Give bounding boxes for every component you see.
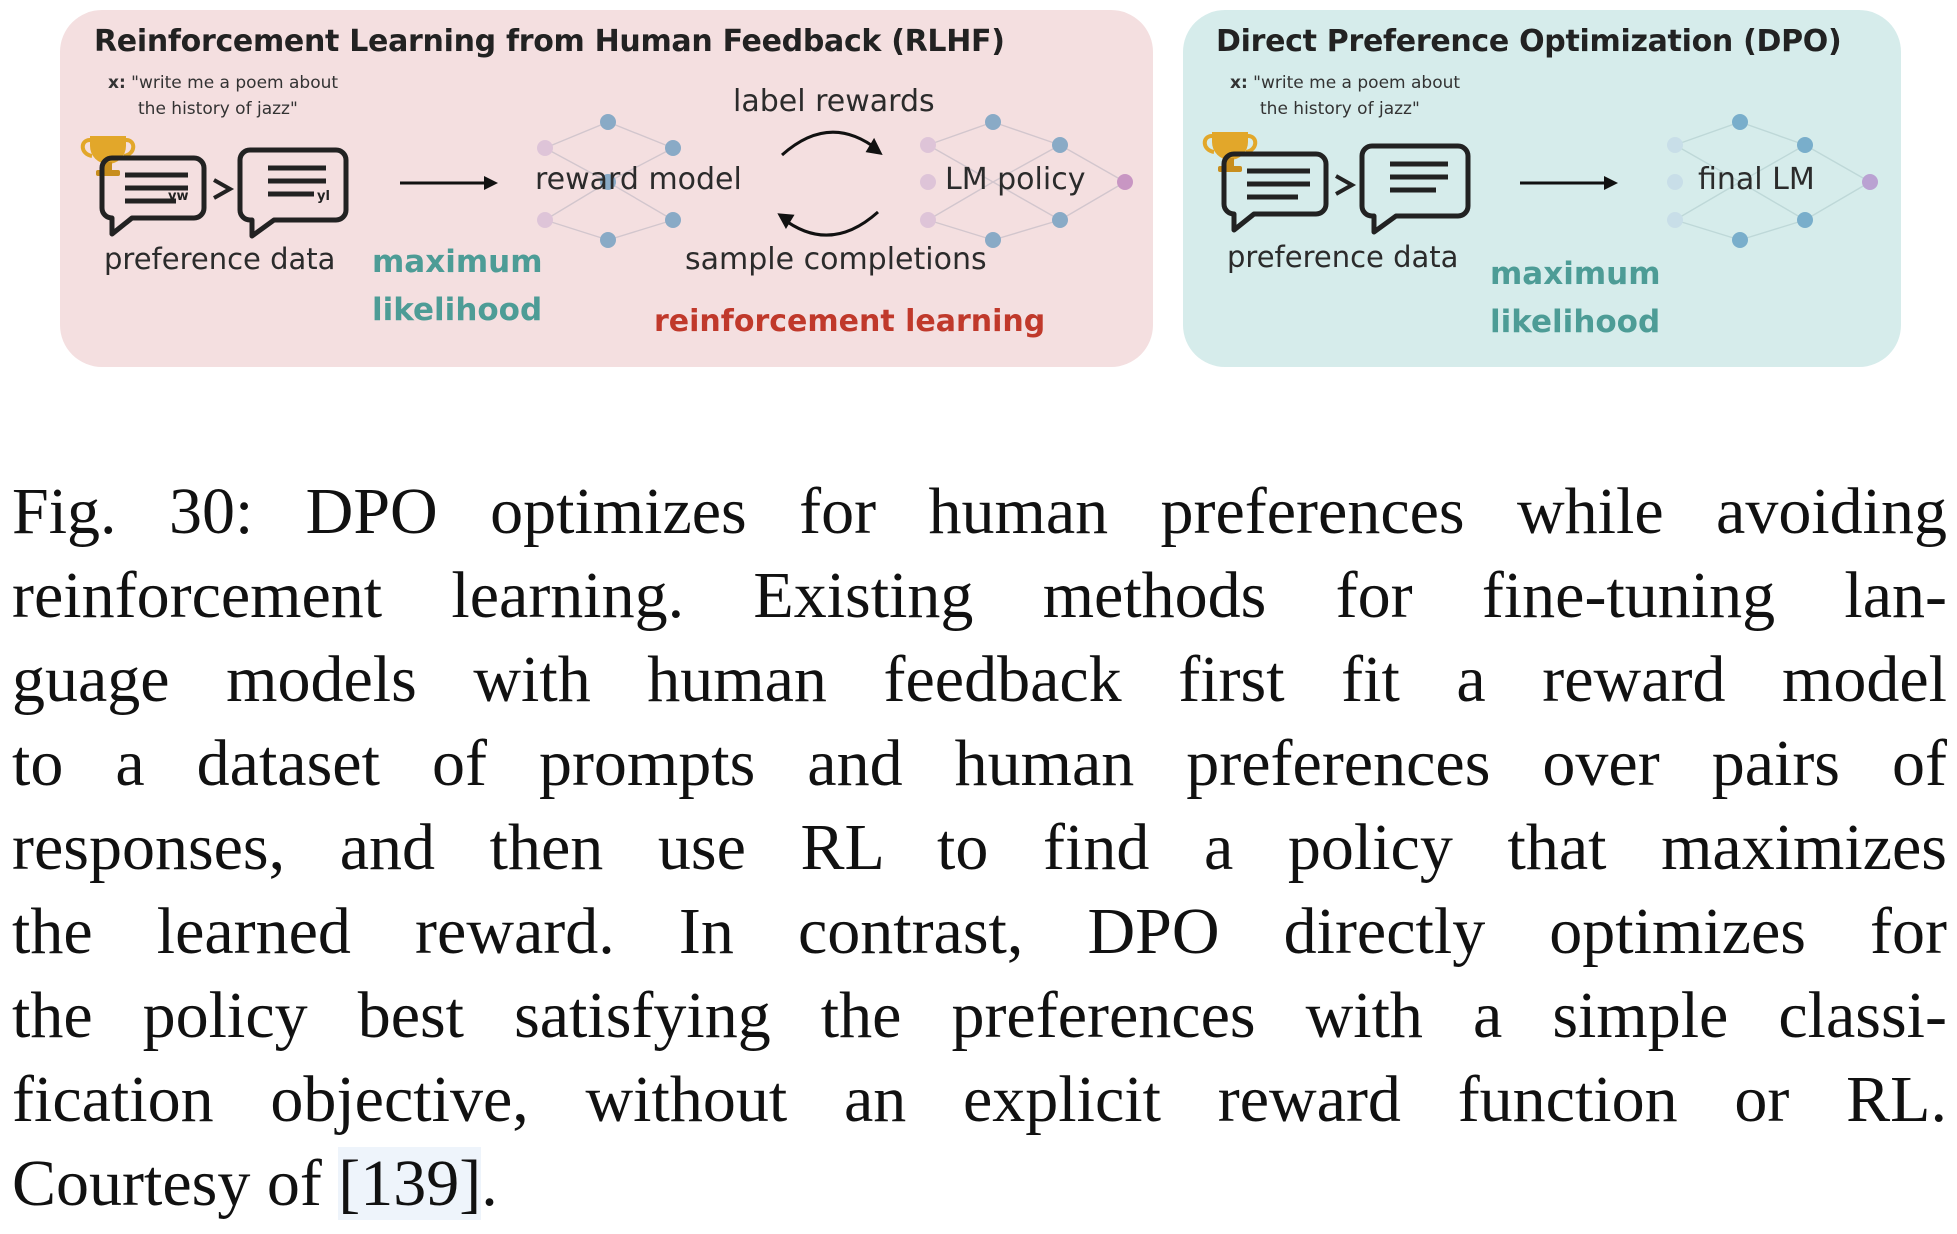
dpo-title: Direct Preference Optimization (DPO) <box>1216 24 1842 59</box>
rlhf-preference-data-label: preference data <box>104 242 336 276</box>
dpo-greater-than-icon <box>1335 174 1357 196</box>
rlhf-prompt: x: "write me a poem about the history of… <box>108 70 338 122</box>
dpo-preferred-response-icon <box>1221 151 1329 233</box>
rlhf-prompt-line1: "write me a poem about <box>131 73 339 93</box>
dpo-max-line2: likelihood <box>1490 304 1661 340</box>
reinforcement-learning-label: reinforcement learning <box>654 304 1046 339</box>
lm-policy-network-icon <box>920 114 1133 248</box>
dpo-vs-rlhf-figure: yw yl Reinforcement Learning from Human … <box>0 0 1957 380</box>
caption-line: fication objective, without an explicit … <box>12 1063 1947 1136</box>
rlhf-preferred-response-icon <box>99 155 207 237</box>
rlhf-greater-than-icon <box>213 178 235 200</box>
figure-graphics <box>80 114 1878 248</box>
final-lm-network-icon <box>1667 114 1878 248</box>
reward-model-network-icon <box>537 114 681 248</box>
rlhf-yw-label: yw <box>168 189 189 204</box>
caption-line: the policy best satisfying the preferenc… <box>12 979 1947 1052</box>
caption-last-line: Courtesy of [139]. <box>12 1142 1947 1226</box>
dpo-arrow-icon <box>1520 176 1618 190</box>
citation-link[interactable]: [139] <box>338 1147 482 1220</box>
rlhf-arrow-icon <box>400 176 498 190</box>
label-rewards-arrow-icon <box>780 130 883 157</box>
rlhf-prompt-x: x: <box>108 73 126 93</box>
final-lm-label: final LM <box>1698 162 1815 197</box>
lm-policy-label: LM policy <box>945 162 1086 197</box>
dpo-max-line1: maximum <box>1490 256 1661 292</box>
caption-courtesy: Courtesy of <box>12 1147 339 1220</box>
rlhf-maximum-likelihood-label: maximum likelihood <box>372 238 543 334</box>
caption-line: responses, and then use RL to find a pol… <box>12 811 1947 884</box>
caption-line: guage models with human feedback first f… <box>12 643 1947 716</box>
rlhf-max-line1: maximum <box>372 244 543 280</box>
rlhf-title: Reinforcement Learning from Human Feedba… <box>94 24 1005 59</box>
dpo-dispreferred-response-icon <box>1359 143 1471 235</box>
caption-line: the learned reward. In contrast, DPO dir… <box>12 895 1947 968</box>
rlhf-prompt-line2: the history of jazz" <box>138 99 298 119</box>
dpo-prompt-line1: "write me a poem about <box>1253 73 1461 93</box>
dpo-preference-data-label: preference data <box>1227 240 1459 274</box>
caption-line: to a dataset of prompts and human prefer… <box>12 727 1947 800</box>
caption-period: . <box>481 1147 498 1220</box>
dpo-maximum-likelihood-label: maximum likelihood <box>1490 250 1661 346</box>
sample-completions-label: sample completions <box>685 242 987 277</box>
figure-caption: Fig. 30: DPO optimizes for human prefere… <box>12 470 1947 1226</box>
reward-model-label: reward model <box>535 162 742 197</box>
dpo-prompt: x: "write me a poem about the history of… <box>1230 70 1460 122</box>
label-rewards-label: label rewards <box>733 84 935 119</box>
rlhf-dispreferred-response-icon <box>237 147 349 239</box>
rlhf-max-line2: likelihood <box>372 292 543 328</box>
dpo-prompt-line2: the history of jazz" <box>1260 99 1420 119</box>
caption-line: reinforcement learning. Existing methods… <box>12 559 1947 632</box>
caption-line: Fig. 30: DPO optimizes for human prefere… <box>12 475 1947 548</box>
dpo-prompt-x: x: <box>1230 73 1248 93</box>
rlhf-yl-label: yl <box>317 189 330 204</box>
sample-completions-arrow-icon <box>777 210 880 237</box>
dpo-panel <box>1183 10 1901 367</box>
